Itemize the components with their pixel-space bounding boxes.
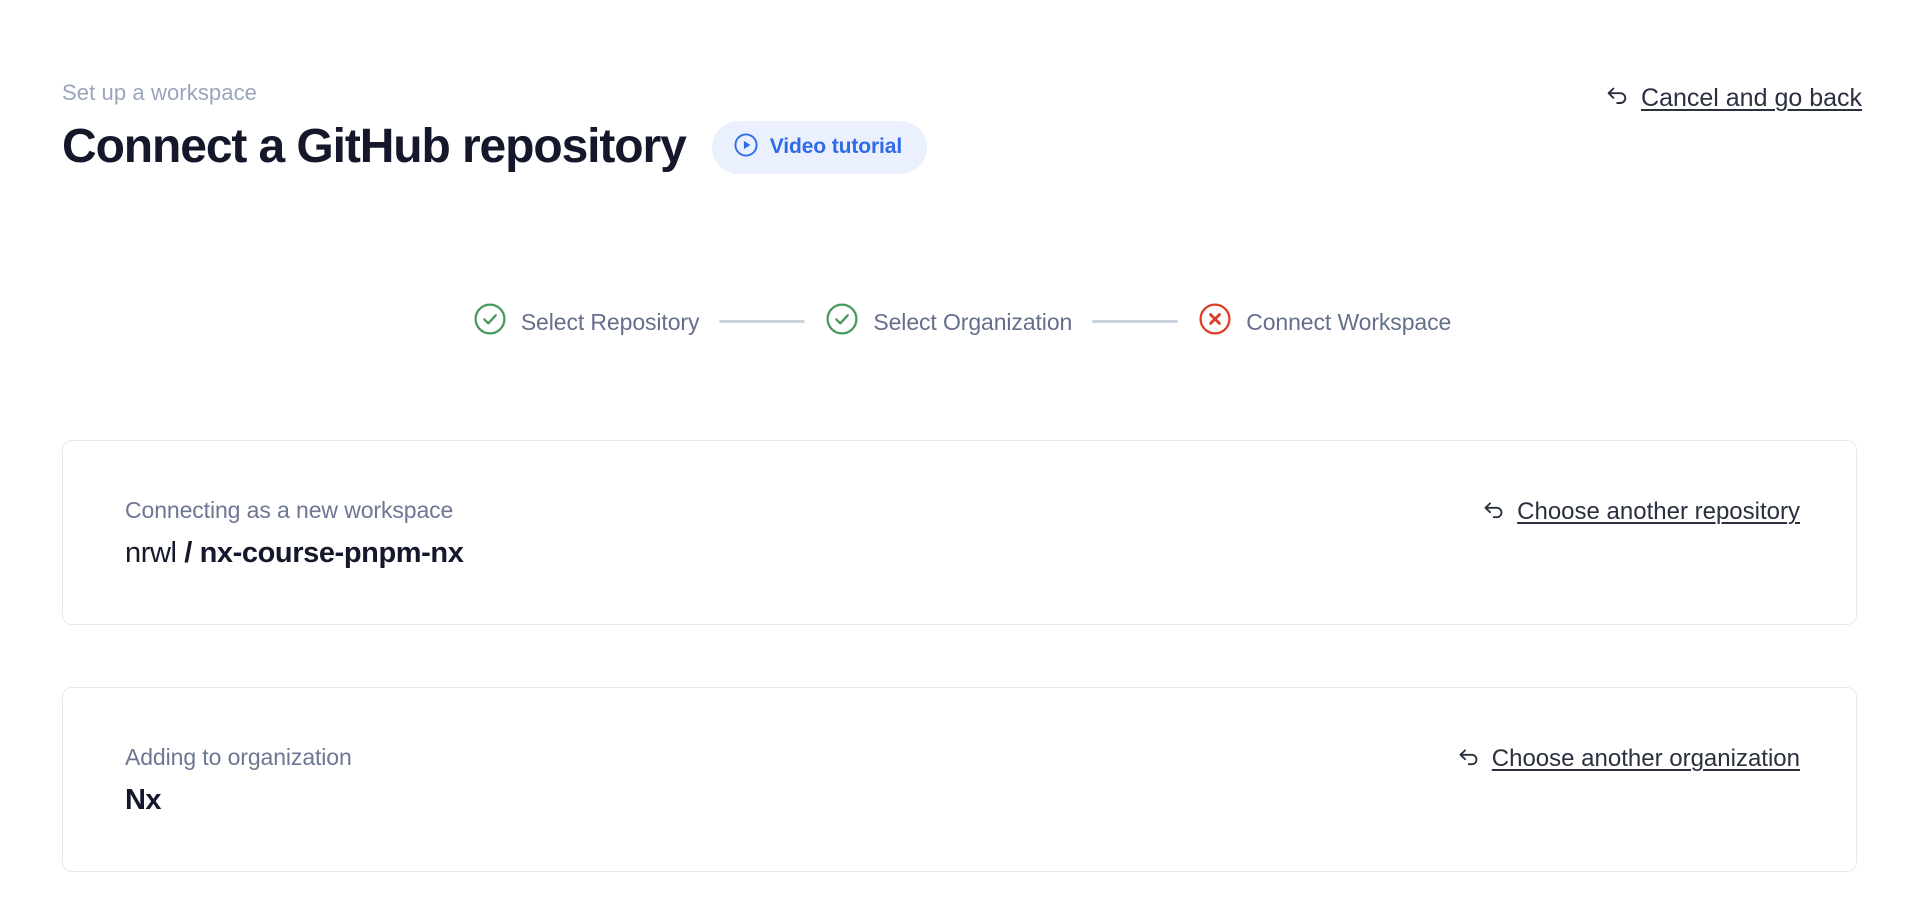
choose-another-organization-label: Choose another organization [1491,745,1800,772]
step-label-select-organization: Select Organization [873,308,1073,335]
repository-separator: / [176,536,200,569]
step-connector-1 [719,320,806,323]
step-select-repository[interactable]: Select Repository [473,302,700,341]
repository-owner: nrwl [125,536,177,569]
header-left: Set up a workspace Connect a GitHub repo… [62,78,928,176]
organization-card-inner: Adding to organization Nx Choose another… [63,742,1856,818]
check-circle-icon [473,302,507,341]
organization-card-caption: Adding to organization [125,743,352,770]
cancel-and-go-back-link[interactable]: Cancel and go back [1604,78,1862,114]
step-label-select-repository: Select Repository [520,308,700,335]
x-circle-icon [1198,302,1232,341]
organization-card: Adding to organization Nx Choose another… [62,687,1857,872]
repository-card-value: nrwl / nx-course-pnpm-nx [125,535,464,571]
choose-another-repository-label: Choose another repository [1517,498,1800,525]
breadcrumb-eyebrow: Set up a workspace [62,80,258,105]
header-row: Set up a workspace Connect a GitHub repo… [62,78,1862,176]
page-title: Connect a GitHub repository [62,120,687,173]
progress-stepper: Select Repository Select Organization Co… [0,302,1924,341]
video-tutorial-button[interactable]: Video tutorial [711,120,928,174]
check-circle-icon [825,302,859,341]
undo-arrow-icon [1604,82,1631,114]
repository-card-inner: Connecting as a new workspace nrwl / nx-… [63,495,1856,571]
repository-card: Connecting as a new workspace nrwl / nx-… [62,440,1857,625]
step-connect-workspace[interactable]: Connect Workspace [1198,302,1451,341]
step-label-connect-workspace: Connect Workspace [1246,308,1452,335]
repository-name: nx-course-pnpm-nx [199,536,464,569]
cancel-and-go-back-label: Cancel and go back [1641,84,1862,112]
undo-arrow-icon [1481,497,1507,528]
title-row: Connect a GitHub repository Video tutori… [62,118,928,176]
video-tutorial-label: Video tutorial [769,135,903,158]
step-select-organization[interactable]: Select Organization [825,302,1072,341]
play-circle-icon [733,132,759,163]
repository-card-text: Connecting as a new workspace nrwl / nx-… [125,495,464,571]
undo-arrow-icon [1456,744,1482,775]
step-connector-2 [1092,320,1179,323]
choose-another-repository-link[interactable]: Choose another repository [1481,495,1800,528]
repository-card-caption: Connecting as a new workspace [125,496,454,523]
choose-another-organization-link[interactable]: Choose another organization [1456,742,1800,775]
organization-card-text: Adding to organization Nx [125,742,352,818]
page-header: Set up a workspace Connect a GitHub repo… [62,78,1862,176]
organization-name: Nx [125,783,161,816]
